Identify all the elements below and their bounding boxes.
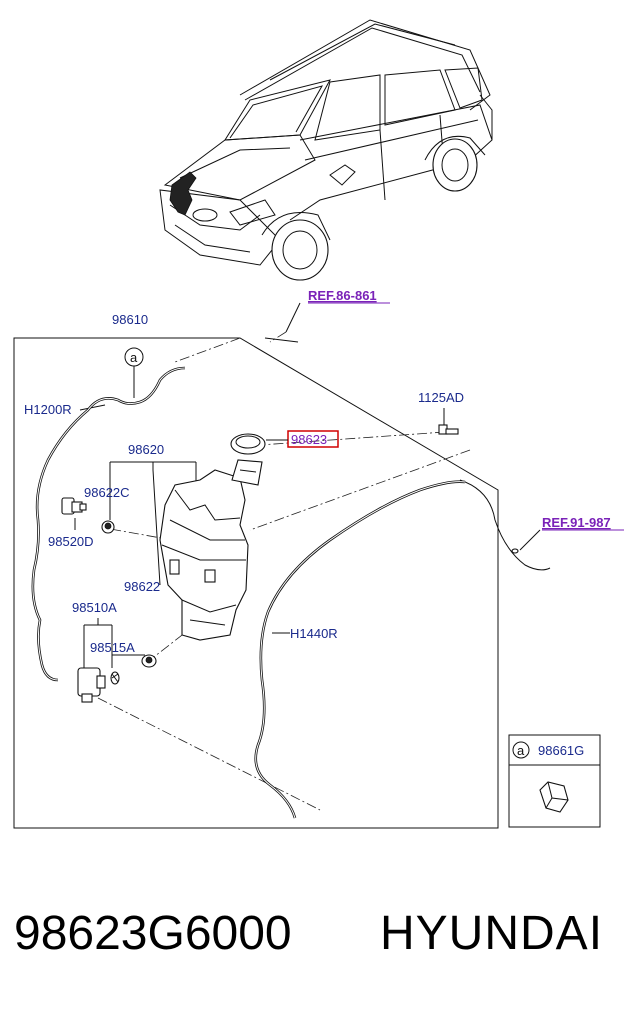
grommet-98622[interactable]: [141, 654, 157, 668]
ref86-leader: [285, 302, 301, 333]
ref-86-861[interactable]: REF.86-861: [308, 288, 377, 303]
pump-98510A[interactable]: [77, 667, 106, 703]
callout-a: a: [130, 350, 138, 365]
pump-98520D[interactable]: [61, 497, 87, 515]
hose-H1440R: [254, 480, 466, 819]
parts-diagram: REF.86-861 REF.91-987 98610 a H1200R 112…: [13, 19, 624, 829]
label-1125AD: 1125AD: [418, 390, 464, 405]
grommet-98622C[interactable]: [101, 520, 115, 534]
label-98510A: 98510A: [72, 600, 117, 615]
inset-detail-a: a 98661G: [508, 734, 601, 828]
inset-callout-a: a: [517, 743, 525, 758]
filter-98515A[interactable]: [110, 671, 120, 685]
label-H1440R: H1440R: [290, 626, 338, 641]
brand-name: HYUNDAI: [380, 907, 604, 960]
label-98623[interactable]: 98623: [291, 432, 327, 447]
label-98520D: 98520D: [48, 534, 94, 549]
label-98620: 98620: [128, 442, 164, 457]
clip-98661G[interactable]: [539, 781, 569, 813]
main-frame: [13, 337, 499, 829]
car-illustration: [159, 19, 493, 281]
reservoir-cap-98623[interactable]: [230, 433, 266, 455]
label-98622C: 98622C: [84, 485, 130, 500]
label-98622: 98622: [124, 579, 160, 594]
highlight-box: [287, 430, 339, 448]
label-98515A: 98515A: [90, 640, 135, 655]
ref-91-987[interactable]: REF.91-987: [542, 515, 611, 530]
label-98610: 98610: [112, 312, 148, 327]
footer: 98623G6000 HYUNDAI: [0, 900, 640, 980]
washer-reservoir-98620[interactable]: [159, 459, 263, 641]
bolt-1125AD[interactable]: [438, 424, 459, 435]
part-number: 98623G6000: [14, 907, 292, 960]
label-98661G: 98661G: [538, 743, 584, 758]
label-H1200R: H1200R: [24, 402, 72, 417]
